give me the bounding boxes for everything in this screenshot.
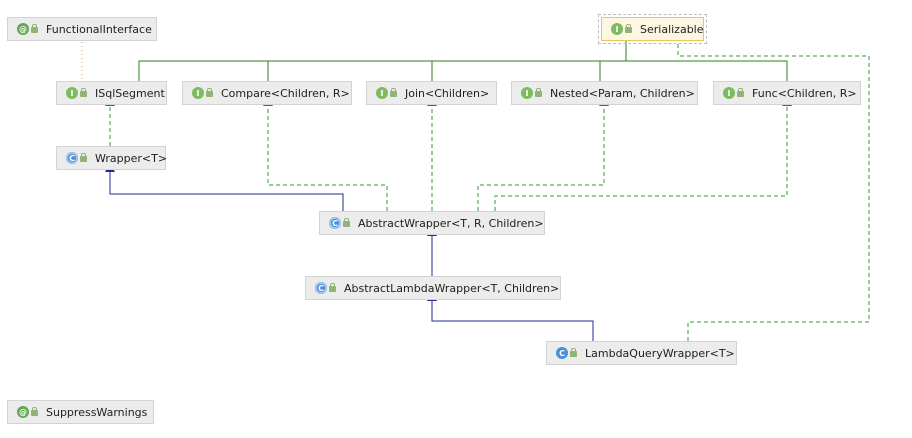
class-icon: C — [556, 347, 568, 359]
lock-icon — [390, 88, 397, 97]
lock-icon — [31, 407, 38, 416]
lock-icon — [570, 348, 577, 357]
node-lambda-query-wrapper[interactable]: C LambdaQueryWrapper<T> — [546, 341, 737, 365]
interface-extends-edges — [138, 32, 788, 81]
node-isqlsegment[interactable]: I ISqlSegment — [56, 81, 167, 105]
node-label: AbstractWrapper<T, R, Children> — [358, 216, 544, 230]
annotation-icon: @ — [17, 23, 29, 35]
edge-abstractwrapper-implements-func — [494, 97, 792, 211]
interface-icon: I — [192, 87, 204, 99]
abstract-class-icon: C — [329, 217, 341, 229]
interface-icon: I — [723, 87, 735, 99]
interface-icon: I — [66, 87, 78, 99]
lock-icon — [343, 218, 350, 227]
edge-compare-to-serializable — [267, 32, 631, 81]
edge-isqlsegment-to-serializable — [138, 60, 268, 81]
node-label: LambdaQueryWrapper<T> — [585, 346, 735, 360]
lock-icon — [80, 88, 87, 97]
node-abstract-lambda-wrapper[interactable]: C AbstractLambdaWrapper<T, Children> — [305, 276, 561, 300]
node-join[interactable]: I Join<Children> — [366, 81, 497, 105]
node-serializable[interactable]: I Serializable — [598, 14, 707, 44]
lock-icon — [80, 153, 87, 162]
edge-func-to-serializable — [626, 60, 788, 81]
node-functional-interface[interactable]: @ FunctionalInterface — [7, 17, 157, 41]
node-label: Wrapper<T> — [95, 151, 168, 165]
edge-abstractwrapper-implements-nested — [477, 97, 609, 211]
interface-icon: I — [521, 87, 533, 99]
class-extends-edges — [105, 163, 594, 341]
interface-icon: I — [376, 87, 388, 99]
node-label: SuppressWarnings — [46, 405, 148, 419]
edge-lambdaquerywrapper-implements-serializable — [673, 32, 870, 341]
edge-abstractwrapper-extends-wrapper — [105, 163, 344, 211]
node-label: FunctionalInterface — [46, 22, 152, 36]
lock-icon — [31, 24, 38, 33]
lock-icon — [737, 88, 744, 97]
abstract-class-icon: C — [315, 282, 327, 294]
node-label: AbstractLambdaWrapper<T, Children> — [344, 281, 560, 295]
abstract-class-icon: C — [66, 152, 78, 164]
node-nested[interactable]: I Nested<Param, Children> — [511, 81, 698, 105]
interface-icon: I — [611, 23, 623, 35]
node-wrapper[interactable]: C Wrapper<T> — [56, 146, 168, 170]
node-abstract-wrapper[interactable]: C AbstractWrapper<T, R, Children> — [319, 211, 545, 235]
node-suppress-warnings[interactable]: @ SuppressWarnings — [7, 400, 154, 424]
lock-icon — [625, 24, 632, 33]
lock-icon — [535, 88, 542, 97]
edge-lambdaquerywrapper-extends-abstractlambdawrapper — [427, 292, 594, 341]
node-label: Compare<Children, R> — [221, 86, 350, 100]
implements-edges — [105, 32, 870, 341]
node-label: ISqlSegment — [95, 86, 165, 100]
edge-abstractwrapper-implements-compare — [263, 97, 388, 211]
lock-icon — [329, 283, 336, 292]
lock-icon — [206, 88, 213, 97]
node-func[interactable]: I Func<Children, R> — [713, 81, 861, 105]
node-label: Join<Children> — [405, 86, 490, 100]
node-label: Func<Children, R> — [752, 86, 857, 100]
node-label: Serializable — [640, 22, 704, 36]
node-compare[interactable]: I Compare<Children, R> — [182, 81, 352, 105]
annotation-icon: @ — [17, 406, 29, 418]
node-label: Nested<Param, Children> — [550, 86, 695, 100]
